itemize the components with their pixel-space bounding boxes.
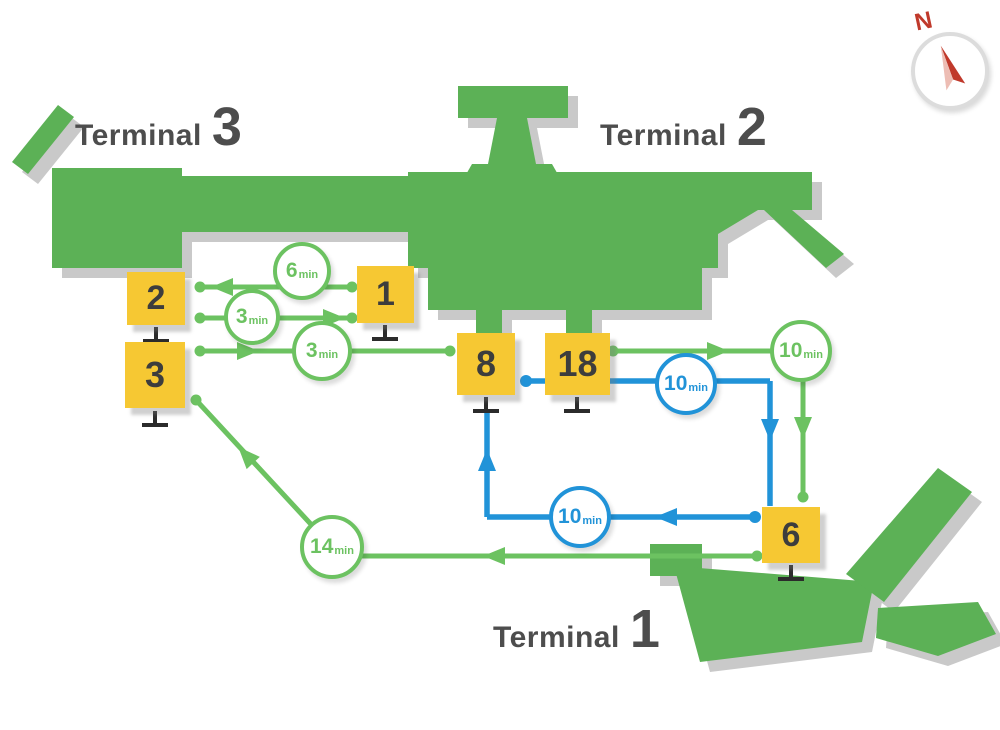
terminal-number: 2	[736, 97, 767, 157]
bus-stop-number: 18	[557, 343, 598, 384]
bus-stop-sign-icon	[372, 325, 398, 341]
terminal-1-label: Terminal 1	[493, 602, 660, 656]
bus-stop-2: 2	[127, 272, 185, 325]
terminal-1-building	[650, 468, 996, 662]
bus-stop-sign-icon	[473, 397, 499, 413]
bus-stop-sign-icon	[778, 565, 804, 581]
compass-dial	[911, 32, 989, 110]
time-value: 10	[664, 372, 688, 395]
time-unit: min	[248, 315, 269, 327]
time-unit: min	[318, 349, 339, 361]
bus-stop-number: 6	[781, 515, 801, 554]
route-green-1-to-2	[194, 278, 358, 296]
compass-needle-icon	[940, 45, 966, 91]
time-value: 6	[285, 259, 298, 282]
time-value: 3	[305, 339, 318, 362]
bus-stop-18: 18	[545, 333, 610, 395]
time-unit: min	[803, 349, 823, 361]
compass: N	[905, 6, 995, 110]
bus-stop-number: 3	[144, 354, 166, 395]
north-label: N	[912, 6, 935, 37]
bus-stop-sign-icon	[142, 411, 168, 427]
travel-time-badge-3min: 3 min	[292, 321, 352, 381]
terminal-2-label: Terminal 2	[600, 100, 767, 154]
bus-stop-1: 1	[357, 266, 414, 323]
time-unit: min	[688, 382, 708, 394]
bus-stop-6: 6	[762, 507, 820, 563]
terminal-number: 3	[211, 97, 242, 157]
route-blue-6-to-8	[478, 410, 761, 526]
bus-stop-8: 8	[457, 333, 515, 395]
travel-time-badge-6min: 6 min	[273, 242, 331, 300]
time-value: 14	[310, 535, 334, 558]
travel-time-badge-3min: 3 min	[224, 289, 280, 345]
bus-stop-number: 8	[475, 343, 497, 384]
bus-stop-sign-icon	[564, 397, 590, 413]
bus-stop-number: 2	[146, 279, 166, 317]
bus-stop-3: 3	[125, 342, 185, 408]
time-unit: min	[582, 515, 602, 527]
terminal-word: Terminal	[75, 119, 202, 152]
travel-time-badge-10min-blue: 10 min	[655, 353, 717, 415]
time-value: 3	[235, 305, 248, 328]
time-value: 10	[779, 339, 803, 362]
travel-time-badge-10min-blue: 10 min	[549, 486, 611, 548]
travel-time-badge-14min: 14 min	[300, 515, 364, 579]
time-unit: min	[334, 545, 354, 557]
bus-stop-number: 1	[376, 275, 395, 313]
terminal-number: 1	[629, 599, 660, 659]
bus-stop-sign-icon	[143, 327, 169, 343]
route-green-6-to-3	[190, 394, 763, 565]
travel-time-badge-10min-green: 10 min	[770, 320, 832, 382]
terminal-3-label: Terminal 3	[75, 100, 242, 154]
time-value: 10	[558, 505, 582, 528]
time-unit: min	[298, 269, 319, 281]
terminal-word: Terminal	[493, 621, 620, 654]
terminal-word: Terminal	[600, 119, 727, 152]
